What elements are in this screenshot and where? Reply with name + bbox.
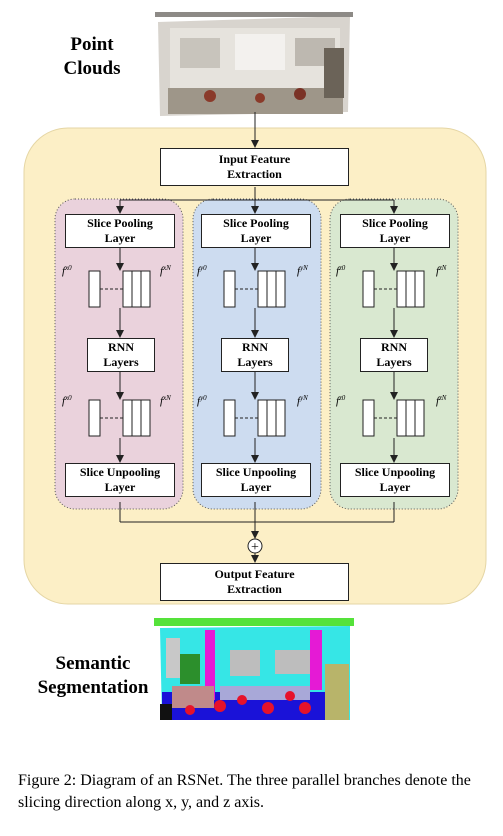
rnn-layers-box-x: RNN Layers	[87, 338, 155, 372]
slice-z-post-1	[396, 399, 407, 437]
figure-caption: Figure 2: Diagram of an RSNet. The three…	[18, 772, 471, 811]
feature-label-y-0-pre: fy0	[197, 264, 207, 277]
rsnet-diagram: + fx0 fxN fx0 fxN fy0 fyN fy0 fyN fz0 fzN fz0 fzN	[23, 112, 487, 605]
feature-label-y-N-post: fyN	[297, 394, 308, 407]
slice-z-pre-2	[405, 270, 416, 308]
slice-x-pre-first	[88, 270, 101, 308]
sum-node	[247, 538, 263, 554]
rnn-layers-box-z: RNN Layers	[360, 338, 428, 372]
feature-label-z-N-post: fzN	[436, 394, 447, 407]
feature-label-z-0-pre: fz0	[336, 264, 346, 277]
slice-z-post-first	[362, 399, 375, 437]
point-clouds-label: Point Clouds	[63, 34, 121, 79]
feature-label-x-N-pre: fxN	[160, 264, 171, 277]
slice-x-post-first	[88, 399, 101, 437]
slice-x-pre-2	[131, 270, 142, 308]
feature-label-z-N-pre: fzN	[436, 264, 447, 277]
slice-unpooling-box-z: Slice Unpooling Layer	[340, 463, 450, 497]
semantic-segmentation-label: Semantic Segmentation	[37, 653, 149, 698]
slice-x-post-1	[122, 399, 133, 437]
feature-label-y-N-pre: fyN	[297, 264, 308, 277]
rnn-layers-box-y: RNN Layers	[221, 338, 289, 372]
slice-z-pre-first	[362, 270, 375, 308]
slice-x-post-2	[131, 399, 142, 437]
slice-z-post-2	[405, 399, 416, 437]
slice-x-pre-3	[140, 270, 151, 308]
slice-y-post-3	[275, 399, 286, 437]
slice-y-pre-3	[275, 270, 286, 308]
segmentation-image	[154, 618, 354, 720]
slice-y-post-2	[266, 399, 277, 437]
slice-pooling-box-y: Slice Pooling Layer	[201, 214, 311, 248]
feature-label-z-0-post: fz0	[336, 394, 346, 407]
slice-y-post-first	[223, 399, 236, 437]
slice-pooling-box-x: Slice Pooling Layer	[65, 214, 175, 248]
feature-label-y-0-post: fy0	[197, 394, 207, 407]
slice-z-post-3	[414, 399, 425, 437]
slice-z-pre-3	[414, 270, 425, 308]
output-feature-extraction-box: Output Feature Extraction	[160, 563, 349, 601]
point-cloud-image	[155, 12, 353, 116]
slice-z-pre-1	[396, 270, 407, 308]
feature-label-x-0-pre: fx0	[62, 264, 72, 277]
slice-pooling-box-z: Slice Pooling Layer	[340, 214, 450, 248]
slice-x-pre-1	[122, 270, 133, 308]
feature-label-x-N-post: fxN	[160, 394, 171, 407]
slice-y-pre-1	[257, 270, 268, 308]
slice-y-pre-2	[266, 270, 277, 308]
slice-y-post-1	[257, 399, 268, 437]
slice-y-pre-first	[223, 270, 236, 308]
input-feature-extraction-box: Input Feature Extraction	[160, 148, 349, 186]
sum-symbol: +	[251, 540, 259, 555]
slice-unpooling-box-y: Slice Unpooling Layer	[201, 463, 311, 497]
slice-unpooling-box-x: Slice Unpooling Layer	[65, 463, 175, 497]
slice-x-post-3	[140, 399, 151, 437]
feature-label-x-0-post: fx0	[62, 394, 72, 407]
